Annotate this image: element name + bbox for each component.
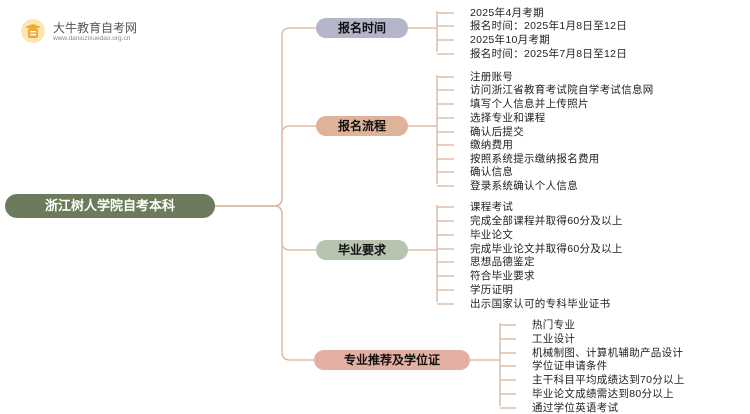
leaf-item[interactable]: 登录系统确认个人信息: [470, 180, 578, 192]
logo-url: www.daniuzixuedao.org.cn: [53, 35, 131, 42]
leaf-item[interactable]: 出示国家认可的专科毕业证书: [470, 298, 611, 310]
branch-connector-2: [215, 125, 316, 207]
leaf-item[interactable]: 学位证申请条件: [532, 360, 608, 372]
logo-title: 大牛教育自考网: [53, 21, 138, 35]
branch-connector-4: [215, 205, 314, 361]
logo-book-icon: [21, 19, 45, 43]
leaf-item[interactable]: 确认信息: [470, 166, 514, 178]
leaf-item[interactable]: 主干科目平均成绩达到70分以上: [532, 374, 685, 386]
branch-node-3[interactable]: 毕业要求: [316, 240, 408, 260]
leaf-item[interactable]: 报名时间：2025年7月8日至12日: [470, 48, 628, 60]
leaf-item[interactable]: 填写个人信息并上传照片: [470, 98, 589, 110]
branch-node-2[interactable]: 报名流程: [316, 116, 408, 136]
leaf-item[interactable]: 报名时间：2025年1月8日至12日: [470, 20, 628, 32]
leaf-item[interactable]: 符合毕业要求: [470, 270, 535, 282]
leaf-item[interactable]: 访问浙江省教育考试院自学考试信息网: [470, 84, 654, 96]
leaf-item[interactable]: 确认后提交: [470, 126, 524, 138]
leaf-item[interactable]: 毕业论文成绩需达到80分以上: [532, 388, 674, 400]
leaf-item[interactable]: 选择专业和课程: [470, 112, 546, 124]
branch-node-4[interactable]: 专业推荐及学位证: [314, 350, 470, 370]
leaf-item[interactable]: 2025年4月考期: [470, 7, 544, 19]
leaf-item[interactable]: 缴纳费用: [470, 139, 514, 151]
leaf-item[interactable]: 通过学位英语考试: [532, 402, 619, 414]
leaf-item[interactable]: 毕业论文: [470, 229, 514, 241]
leaf-item[interactable]: 课程考试: [470, 201, 514, 213]
root-node[interactable]: 浙江树人学院自考本科: [5, 194, 215, 218]
leaf-item[interactable]: 机械制图、计算机辅助产品设计: [532, 347, 684, 359]
branch-connector-3: [215, 205, 316, 251]
leaf-item[interactable]: 按照系统提示缴纳报名费用: [470, 153, 600, 165]
leaf-item[interactable]: 注册账号: [470, 71, 514, 83]
leaf-item[interactable]: 思想品德鉴定: [470, 256, 535, 268]
leaf-item[interactable]: 工业设计: [532, 333, 576, 345]
branch-node-1[interactable]: 报名时间: [316, 18, 408, 38]
leaf-item[interactable]: 2025年10月考期: [470, 34, 551, 46]
leaf-item[interactable]: 热门专业: [532, 319, 576, 331]
leaf-item[interactable]: 完成全部课程并取得60分及以上: [470, 215, 623, 227]
leaf-item[interactable]: 完成毕业论文并取得60分及以上: [470, 243, 623, 255]
branch-connector-1: [215, 27, 316, 207]
leaf-item[interactable]: 学历证明: [470, 284, 514, 296]
site-logo[interactable]: 大牛教育自考网 www.daniuzixuedao.org.cn: [20, 18, 170, 46]
